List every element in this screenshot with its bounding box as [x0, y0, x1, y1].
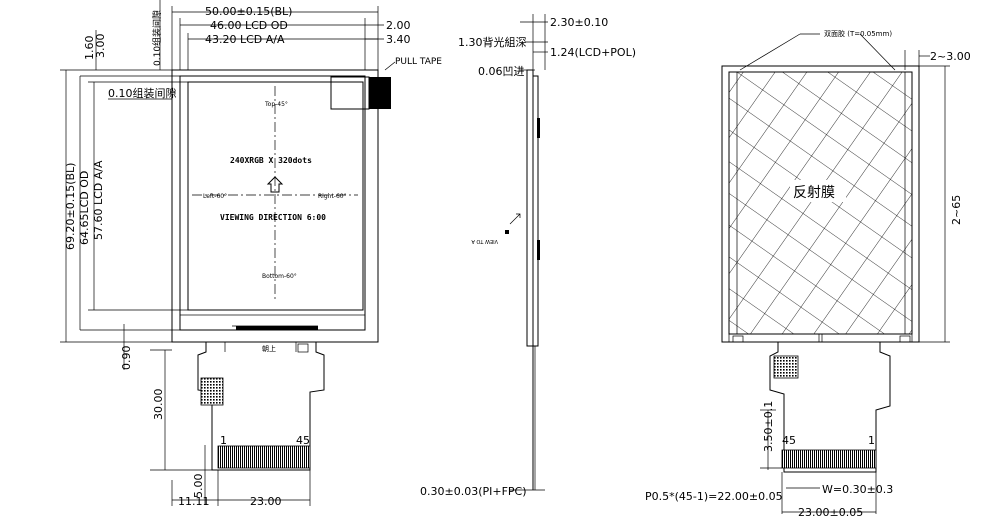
viewing-direction-label: VIEWING DIRECTION 6:00 [220, 213, 326, 222]
side-dim-thickness: 2.30±0.10 [550, 16, 608, 29]
back-pin-45: 45 [782, 434, 796, 447]
back-pitch-label: P0.5*(45-1)=22.00±0.05 [645, 490, 783, 503]
back-dim-width-w: W=0.30±0.3 [822, 483, 893, 496]
back-dim-gold-finger: 3.50±0.1 [762, 401, 775, 452]
pull-tape-label: PULL TAPE [395, 57, 442, 67]
dim-lcd-od-height: 64.65LCD OD [78, 171, 91, 245]
side-dim-fpc: 0.30±0.03(PI+FPC) [420, 485, 527, 498]
dim-3-00: 3.00 [94, 34, 107, 59]
resolution-label: 240XRGB X 320dots [230, 156, 312, 165]
front-pin-45: 45 [296, 434, 310, 447]
angle-right: Right-60° [318, 193, 347, 200]
dim-bl-width: 50.00±0.15(BL) [205, 5, 292, 18]
front-pin-1: 1 [220, 434, 227, 447]
up-arrow-icon [266, 176, 284, 193]
dim-11-11: 11.11 [178, 495, 210, 508]
dim-gap-top: 0.10组装间隙 [151, 10, 163, 66]
angle-top: Top-45° [264, 101, 288, 108]
dim-3-40: 3.40 [386, 33, 411, 46]
front-view: 50.00±0.15(BL) 46.00 LCD OD 43.20 LCD A/… [60, 0, 442, 508]
back-dim-23-00: 23.00±0.05 [798, 506, 863, 518]
angle-left: Left-60° [203, 193, 227, 200]
dim-lcd-aa-width: 43.20 LCD A/A [205, 33, 285, 46]
reflective-film-label: 反射膜 [793, 185, 835, 201]
dim-23-00-front: 23.00 [250, 495, 282, 508]
dim-0-90: 0.90 [120, 346, 133, 371]
side-dim-recess: 0.06凹进 [478, 65, 525, 78]
dim-lcd-aa-height: 57.60 LCD A/A [92, 160, 105, 240]
back-pin-1: 1 [868, 434, 875, 447]
dim-1-60: 1.60 [83, 36, 96, 61]
view-arrow-icon [509, 213, 521, 225]
side-view: 2.30±0.10 1.30背光組深 1.24(LCD+POL) 0.06凹进 … [420, 14, 636, 498]
back-view: 反射膜 双面胶 (T=0.05mm) 2~3.00 2~65 45 1 3.50… [645, 29, 971, 518]
dim-gap-left: 0.10组装间隙 [108, 86, 177, 100]
dim-2-00: 2.00 [386, 19, 411, 32]
side-dim-backlight: 1.30背光組深 [458, 35, 527, 49]
dim-30-00: 30.00 [152, 389, 165, 421]
dim-5-00: 5.00 [192, 474, 205, 499]
tape-note: 双面胶 (T=0.05mm) [824, 29, 892, 38]
side-dim-lcd-pol: 1.24(LCD+POL) [550, 46, 636, 59]
dim-bl-height: 69.20±0.15(BL) [64, 163, 77, 250]
back-dim-height: 2~65 [950, 195, 963, 225]
view-label: VIEW TO A [471, 238, 498, 244]
dim-lcd-od-width: 46.00 LCD OD [210, 19, 288, 32]
angle-bottom: Bottom-60° [262, 273, 297, 280]
fpc-orientation-mark: 朝上 [262, 344, 276, 353]
back-dim-edge: 2~3.00 [930, 50, 971, 63]
